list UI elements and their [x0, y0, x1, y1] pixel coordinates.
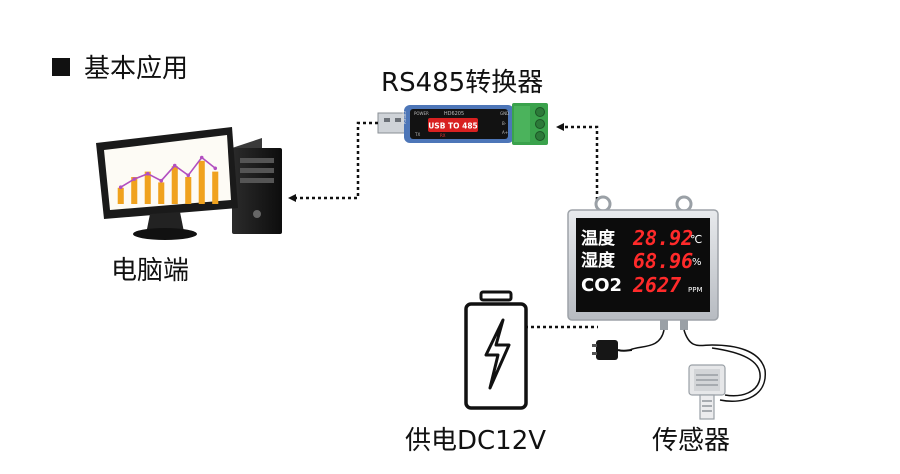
- humidity-unit: %: [692, 257, 702, 268]
- section-title: 基本应用: [84, 54, 189, 84]
- monitor-chart: [117, 155, 219, 204]
- co2-value: 2627: [632, 273, 681, 297]
- temperature-unit: ℃: [690, 233, 702, 246]
- power-adapter: [592, 329, 665, 360]
- battery-icon: [464, 290, 528, 410]
- heading-square-icon: [52, 57, 70, 76]
- converter-side-mark: RS485: [402, 111, 407, 124]
- panel-screen: [576, 218, 710, 312]
- power-label: 供电DC12V: [405, 426, 547, 456]
- chart-point: [213, 166, 218, 171]
- chart-bar: [212, 171, 219, 204]
- converter-rx-mark: RX: [440, 133, 446, 138]
- adapter-plug-icon: [596, 340, 618, 360]
- converter-tx-mark: TX: [414, 132, 420, 137]
- chart-point: [199, 155, 204, 160]
- co2-unit: PPM: [688, 286, 702, 294]
- panel-connector-left: [660, 320, 668, 330]
- converter-model: HD6205: [444, 111, 464, 117]
- chart-point: [118, 185, 123, 189]
- chart-point: [159, 178, 164, 183]
- converter-power-mark: POWER: [414, 111, 429, 116]
- chart-bar: [198, 160, 205, 204]
- link-converter-to-computer: [288, 121, 378, 202]
- humidity-label: 湿度: [581, 250, 616, 271]
- panel-row-co2: CO2 2627 PPM: [581, 273, 702, 297]
- panel-row-humidity: 湿度 68.96 %: [581, 249, 702, 273]
- chart-bar: [185, 177, 192, 204]
- temperature-value: 28.92: [632, 226, 693, 250]
- chart-bar: [131, 177, 138, 204]
- converter-label-plate: [428, 118, 478, 132]
- chart-point: [145, 171, 150, 176]
- panel-row-temperature: 温度 28.92 ℃: [581, 226, 702, 250]
- usb-to-485-label: USB TO 485: [428, 122, 478, 131]
- chart-trend-line: [120, 156, 216, 188]
- link-sensor-to-converter: [556, 123, 599, 200]
- chart-point: [132, 177, 137, 181]
- probe-cable: [683, 329, 766, 402]
- panel-connector-right: [680, 320, 688, 330]
- computer-label: 电脑端: [111, 256, 190, 286]
- chart-bar: [117, 187, 124, 204]
- converter-b-mark: B-: [502, 121, 507, 126]
- hanging-ring-left: [594, 195, 612, 213]
- sensor-label: 传感器: [652, 426, 731, 456]
- converter-label: RS485转换器: [381, 68, 544, 98]
- temperature-label: 温度: [581, 228, 616, 249]
- rs485-converter-device: USB TO 485 HD6205 POWER TX RX GND B- A+ …: [377, 103, 548, 145]
- lightning-bolt-icon: [484, 318, 511, 390]
- humidity-value: 68.96: [633, 249, 693, 273]
- section-heading: 基本应用: [52, 48, 188, 85]
- chart-bar: [158, 182, 165, 204]
- chart-point: [172, 163, 177, 168]
- converter-a-mark: A+: [502, 130, 508, 135]
- chart-bar: [171, 166, 178, 204]
- chart-point: [186, 173, 191, 178]
- hanging-ring-right: [675, 195, 693, 213]
- chart-bar: [144, 171, 151, 204]
- converter-gnd-mark: GND: [500, 111, 509, 116]
- sensor-probe: [688, 364, 726, 420]
- led-display-panel: 温度 28.92 ℃ 湿度 68.96 % CO2 2627 PPM: [567, 195, 719, 330]
- co2-label: CO2: [581, 275, 622, 296]
- pc-tower: [232, 138, 282, 234]
- computer-illustration: [96, 127, 282, 240]
- connection-lines: [288, 121, 599, 329]
